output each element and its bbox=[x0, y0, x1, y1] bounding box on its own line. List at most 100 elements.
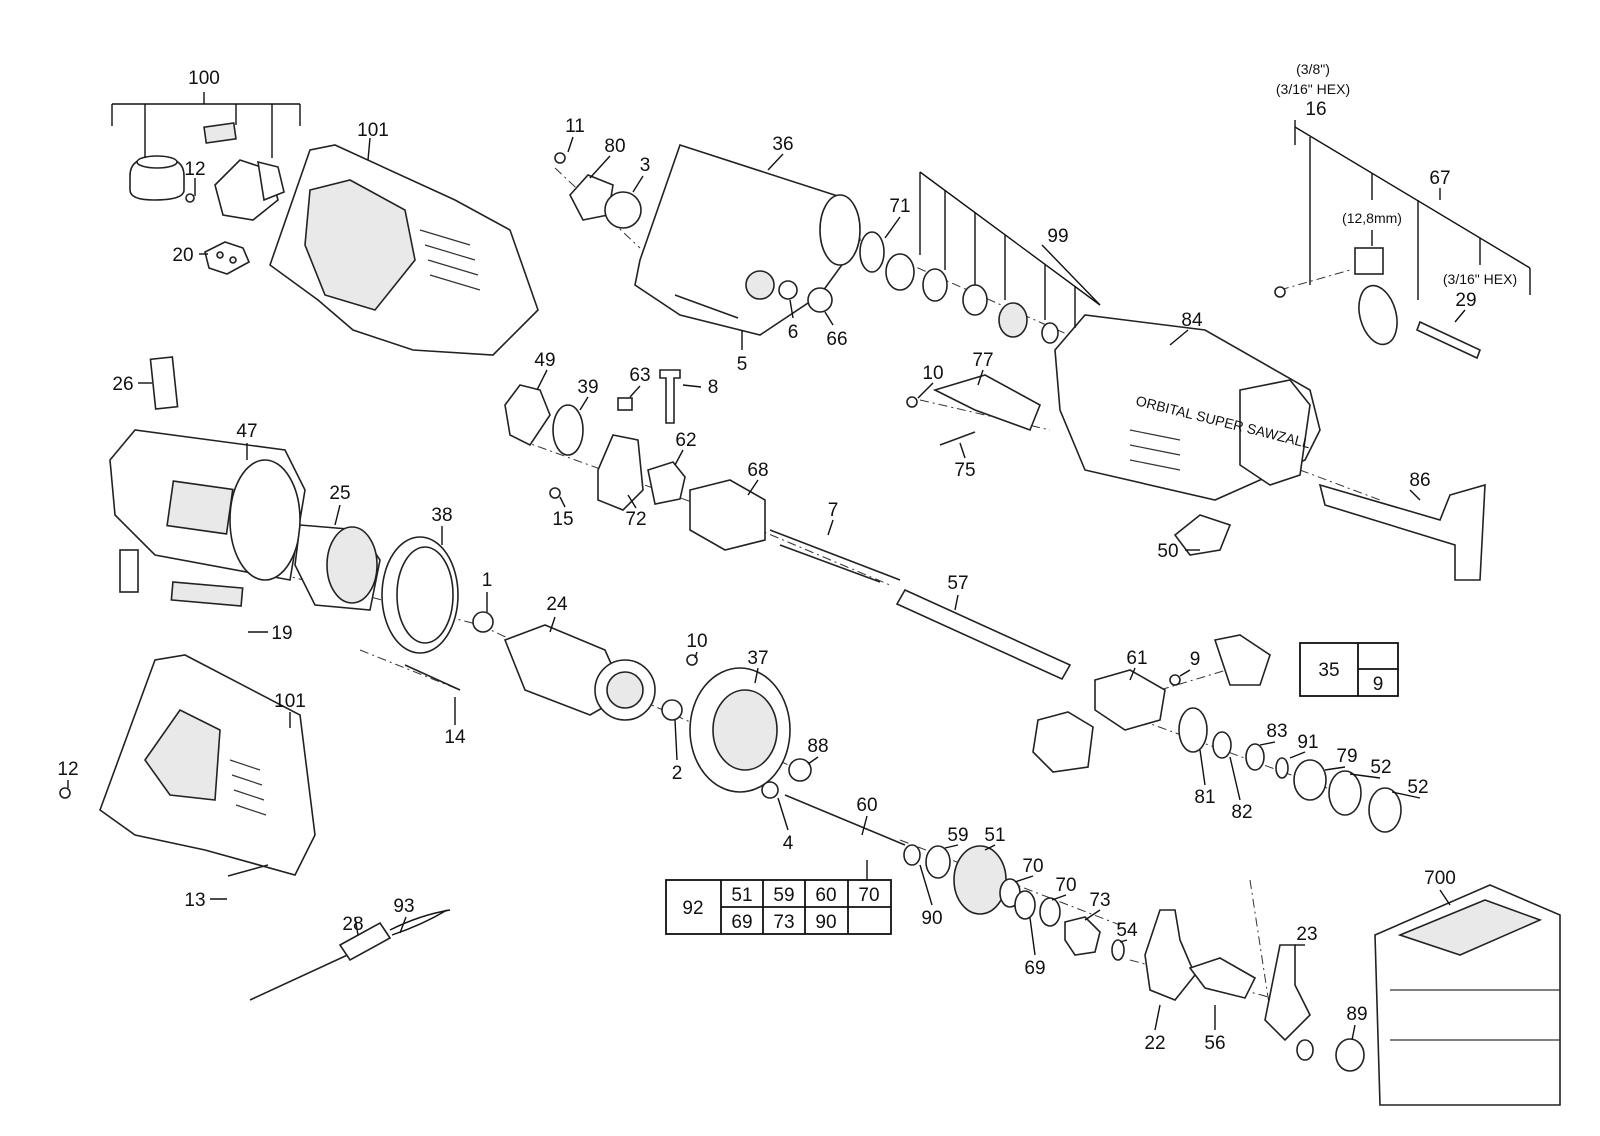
part-shoe bbox=[1318, 483, 1486, 581]
kit-92-cell: 73 bbox=[773, 912, 794, 933]
callout: 8 bbox=[708, 377, 719, 398]
callout: 14 bbox=[444, 727, 466, 748]
callout: 84 bbox=[1181, 310, 1203, 331]
part-62 bbox=[647, 461, 686, 505]
callout: 89 bbox=[1346, 1004, 1367, 1025]
callout: 69 bbox=[1024, 958, 1045, 979]
callout: 75 bbox=[954, 460, 975, 481]
part-72 bbox=[597, 434, 644, 511]
part-inner-housing bbox=[689, 667, 791, 793]
callout: 50 bbox=[1157, 541, 1178, 562]
part-screw-14 bbox=[404, 664, 461, 691]
kit-35-item: 9 bbox=[1373, 674, 1384, 695]
callout: 101 bbox=[357, 120, 389, 141]
kit-92-label: 92 bbox=[682, 898, 703, 919]
part-82 bbox=[1212, 731, 1232, 759]
callout: 700 bbox=[1424, 868, 1456, 889]
callout: 36 bbox=[772, 134, 793, 155]
callout: 100 bbox=[188, 68, 220, 89]
callout: 93 bbox=[393, 896, 414, 917]
kit-92-cell: 51 bbox=[731, 885, 752, 906]
part-collar-12-8 bbox=[1354, 247, 1384, 275]
callout: 51 bbox=[984, 825, 1005, 846]
part-switch-kit bbox=[129, 122, 285, 221]
callout: 24 bbox=[546, 594, 568, 615]
part-rod-7 bbox=[769, 529, 901, 581]
callout: 99 bbox=[1047, 226, 1068, 247]
callout: 22 bbox=[1144, 1033, 1165, 1054]
kit-92-cell: 60 bbox=[815, 885, 836, 906]
callout: 4 bbox=[783, 833, 794, 854]
callout: 52 bbox=[1407, 777, 1428, 798]
callout: 16 bbox=[1305, 99, 1326, 120]
note-mm: (12,8mm) bbox=[1342, 210, 1402, 226]
callout: 61 bbox=[1126, 648, 1147, 669]
kit-92-cell: 59 bbox=[773, 885, 794, 906]
part-screw-16 bbox=[1274, 286, 1286, 298]
callout: 77 bbox=[972, 350, 993, 371]
note-size: (3/8") bbox=[1296, 61, 1330, 77]
callout: 91 bbox=[1297, 732, 1318, 753]
callout: 1 bbox=[482, 570, 493, 591]
part-63 bbox=[617, 397, 633, 411]
part-83 bbox=[1245, 743, 1265, 771]
part-screw-10a bbox=[906, 396, 918, 408]
callout: 57 bbox=[947, 573, 968, 594]
callout: 10 bbox=[686, 631, 707, 652]
part-90 bbox=[903, 844, 921, 866]
note-hex: (3/16" HEX) bbox=[1443, 271, 1517, 287]
part-77 bbox=[932, 374, 1042, 432]
part-brush-top bbox=[149, 356, 179, 410]
part-52b bbox=[1368, 787, 1402, 833]
part-baffle bbox=[381, 536, 459, 654]
callout: 38 bbox=[431, 505, 452, 526]
part-69 bbox=[1014, 890, 1036, 920]
callout: 80 bbox=[604, 136, 625, 157]
kit-92-cell: 90 bbox=[815, 912, 836, 933]
part-link-56 bbox=[1188, 957, 1257, 999]
part-clamp-kit bbox=[885, 253, 1059, 344]
part-39 bbox=[552, 404, 584, 456]
part-52a bbox=[1328, 770, 1362, 816]
part-91 bbox=[1275, 757, 1289, 779]
part-lever-50 bbox=[1173, 514, 1232, 556]
part-clamp-body bbox=[1032, 711, 1094, 773]
callout: 47 bbox=[236, 421, 257, 442]
callout: 20 bbox=[172, 245, 193, 266]
callout: 2 bbox=[672, 763, 683, 784]
part-screw-8 bbox=[659, 369, 681, 424]
part-callouts: 100 101 12 20 26 47 25 38 19 1 24 14 101… bbox=[57, 68, 1476, 1054]
callout: 82 bbox=[1231, 802, 1252, 823]
callout: 79 bbox=[1336, 746, 1357, 767]
callout: 54 bbox=[1116, 920, 1138, 941]
kit-92-cell: 69 bbox=[731, 912, 752, 933]
part-screw-15 bbox=[549, 487, 561, 499]
part-lever-23 bbox=[1264, 944, 1311, 1042]
part-ring-23 bbox=[1296, 1039, 1314, 1061]
callout: 12 bbox=[184, 159, 205, 180]
callout: 23 bbox=[1296, 924, 1317, 945]
part-70b bbox=[1039, 897, 1061, 927]
callout: 19 bbox=[271, 623, 292, 644]
callout: 12 bbox=[57, 759, 78, 780]
callout: 26 bbox=[112, 374, 133, 395]
part-89 bbox=[1335, 1038, 1365, 1072]
callout: 86 bbox=[1409, 470, 1430, 491]
kit-table-92: 92 51 59 60 70 69 73 90 bbox=[665, 879, 892, 935]
callout: 28 bbox=[342, 914, 363, 935]
part-gear-51 bbox=[953, 845, 1007, 915]
part-bearing-2 bbox=[661, 699, 683, 721]
part-73 bbox=[1064, 916, 1101, 956]
part-carry-case bbox=[1374, 884, 1561, 1106]
part-hex-key-29 bbox=[1415, 320, 1482, 360]
callout: 11 bbox=[565, 116, 585, 137]
part-shaft-60 bbox=[784, 794, 906, 846]
part-49 bbox=[504, 384, 551, 447]
callout: 52 bbox=[1370, 757, 1391, 778]
callout: 72 bbox=[625, 509, 646, 530]
part-bearing-3 bbox=[604, 191, 642, 229]
callout: 62 bbox=[675, 430, 696, 451]
part-screw-5 bbox=[674, 294, 739, 319]
part-motor-housing bbox=[109, 429, 306, 607]
